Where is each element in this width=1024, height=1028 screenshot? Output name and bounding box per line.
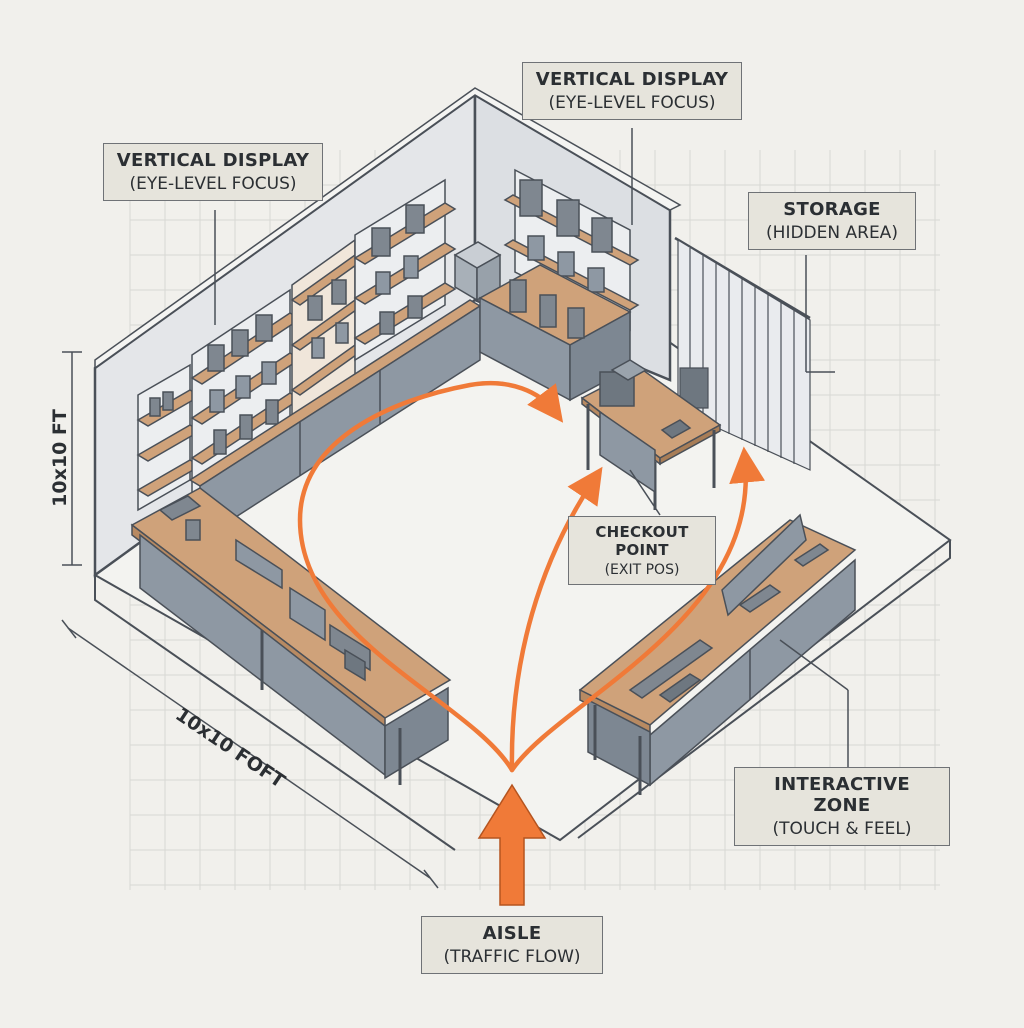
callout-subtitle: (EYE-LEVEL FOCUS) (548, 93, 716, 113)
dimension-height-label: 10x10 FT (49, 409, 71, 507)
callout-subtitle: (HIDDEN AREA) (766, 223, 898, 243)
callout-storage: STORAGE (HIDDEN AREA) (748, 192, 916, 250)
traffic-flow-arrows (297, 380, 765, 773)
flow-arrow-right (509, 446, 765, 773)
callout-leaders (214, 128, 849, 770)
callout-vertical-display-back: VERTICAL DISPLAY (EYE-LEVEL FOCUS) (522, 62, 742, 120)
callout-title: VERTICAL DISPLAY (116, 150, 310, 171)
storage-curtain (674, 236, 811, 471)
dimension-width (61, 619, 439, 889)
callout-interactive-zone: INTERACTIVE ZONE (TOUCH & FEEL) (734, 767, 950, 846)
back-wall-shelving (478, 168, 640, 402)
floor-edge (94, 575, 456, 851)
flow-arrow-loop (297, 380, 564, 773)
aisle-entry-arrow (477, 783, 547, 906)
flow-arrow-to-checkout (509, 466, 603, 773)
checkout-desk (580, 359, 722, 510)
callout-title: CHECKOUT POINT (595, 523, 689, 559)
callout-subtitle: (EYE-LEVEL FOCUS) (129, 174, 297, 194)
front-left-tables (130, 487, 452, 785)
wall-cap (94, 87, 682, 370)
dimension-height (62, 351, 82, 566)
callout-subtitle: (EXIT POS) (604, 562, 680, 578)
left-wall-shelving (136, 178, 457, 512)
callout-title: AISLE (482, 923, 542, 944)
floor-edge (577, 540, 951, 839)
callout-subtitle: (TOUCH & FEEL) (772, 819, 912, 839)
front-right-tables (578, 513, 857, 795)
callout-title: STORAGE (783, 199, 881, 220)
callout-title: VERTICAL DISPLAY (535, 69, 729, 90)
callout-subtitle: (TRAFFIC FLOW) (443, 947, 581, 967)
callout-checkout-point: CHECKOUT POINT (EXIT POS) (568, 516, 716, 585)
callout-title: INTERACTIVE ZONE (774, 774, 910, 816)
callout-aisle: AISLE (TRAFFIC FLOW) (421, 916, 603, 974)
callout-vertical-display-left: VERTICAL DISPLAY (EYE-LEVEL FOCUS) (103, 143, 323, 201)
corner-storage-box (453, 241, 502, 302)
